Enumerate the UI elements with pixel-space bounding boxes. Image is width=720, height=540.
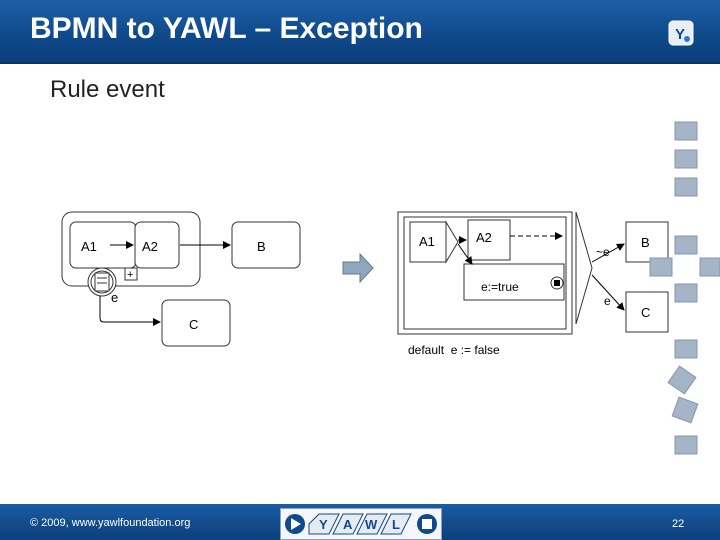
yawl-task-a1-label: A1 bbox=[419, 234, 435, 249]
yawl-cancel-icon bbox=[550, 276, 564, 290]
nav-letter-w[interactable]: W bbox=[356, 513, 388, 535]
header-bar: BPMN to YAWL – Exception Y bbox=[0, 0, 720, 64]
svg-text:W: W bbox=[365, 517, 378, 532]
svg-text:L: L bbox=[392, 517, 400, 532]
nav-letter-a[interactable]: A bbox=[332, 513, 364, 535]
yawl-default-note: default e := false bbox=[408, 343, 500, 357]
page-number: 22 bbox=[672, 518, 685, 530]
yawl-navigation-bar: Y A W L bbox=[280, 508, 442, 540]
yawl-task-a1 bbox=[409, 221, 447, 263]
bpmn-expand-marker-label: + bbox=[127, 269, 133, 281]
yawl-condition-not-e: ~e bbox=[596, 245, 610, 259]
bpmn-task-a1-label: A1 bbox=[81, 239, 97, 254]
decorative-tiles bbox=[649, 121, 720, 455]
yawl-logo-icon: Y bbox=[668, 20, 694, 46]
yawl-a1-split-icon bbox=[445, 220, 459, 264]
bpmn-task-c bbox=[161, 299, 231, 347]
bpmn-task-b-label: B bbox=[257, 239, 266, 254]
copyright-text: © 2009, www.yawlfoundation.org bbox=[30, 517, 191, 529]
yawl-task-c-label: C bbox=[641, 305, 650, 320]
slide-subtitle: Rule event bbox=[50, 76, 165, 103]
yawl-flow-split-b bbox=[591, 243, 625, 263]
nav-letter-y[interactable]: Y bbox=[308, 513, 340, 535]
yawl-flow-split-c bbox=[591, 274, 625, 311]
svg-text:Y: Y bbox=[675, 26, 685, 43]
transform-arrow-icon bbox=[342, 252, 374, 284]
yawl-task-a2 bbox=[467, 219, 511, 261]
bpmn-exception-flow bbox=[99, 296, 161, 326]
stop-icon[interactable] bbox=[417, 514, 437, 534]
yawl-xor-split-icon bbox=[575, 211, 593, 325]
yawl-task-a2-label: A2 bbox=[476, 230, 492, 245]
svg-text:A: A bbox=[343, 517, 353, 532]
yawl-task-b-label: B bbox=[641, 235, 650, 250]
bpmn-expand-marker bbox=[124, 267, 138, 281]
bpmn-task-b bbox=[231, 221, 301, 269]
diagram-canvas: A1 A2 + B e C A1 A2 e:=true B ~e C e def… bbox=[61, 121, 720, 455]
yawl-condition-e: e bbox=[604, 294, 611, 308]
yawl-task-b bbox=[625, 221, 669, 263]
yawl-flow-a1-assign bbox=[457, 243, 473, 265]
yawl-task-assign bbox=[463, 263, 565, 301]
slide-title: BPMN to YAWL – Exception bbox=[30, 12, 423, 45]
nav-letter-l[interactable]: L bbox=[380, 513, 412, 535]
svg-text:Y: Y bbox=[319, 517, 328, 532]
yawl-task-assign-label: e:=true bbox=[481, 280, 519, 294]
bpmn-event-label: e bbox=[111, 290, 118, 305]
yawl-task-c bbox=[625, 291, 669, 333]
bpmn-rule-event bbox=[87, 267, 117, 297]
bpmn-task-c-label: C bbox=[189, 317, 198, 332]
bpmn-task-a2 bbox=[134, 221, 180, 269]
footer-bar: © 2009, www.yawlfoundation.org Y A W L 2… bbox=[0, 504, 720, 540]
bpmn-task-a2-label: A2 bbox=[142, 239, 158, 254]
play-icon[interactable] bbox=[285, 514, 305, 534]
